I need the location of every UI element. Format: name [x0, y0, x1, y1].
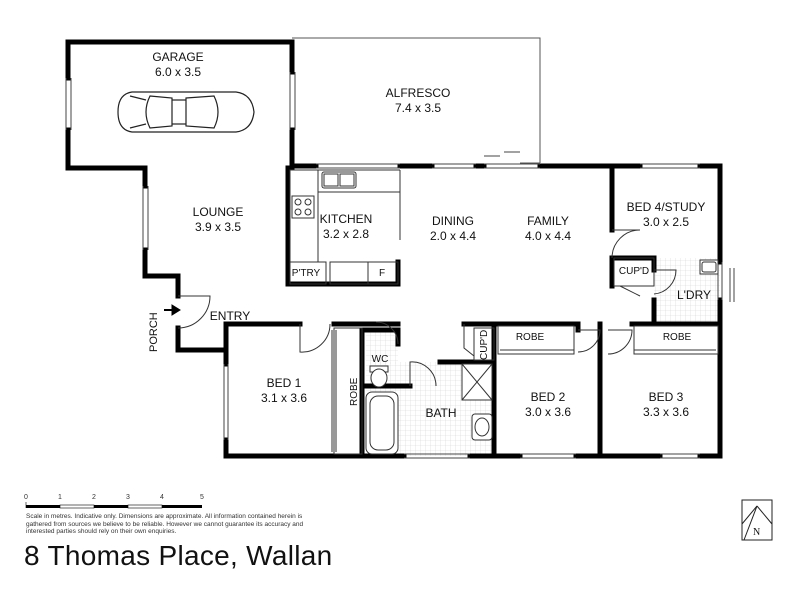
scale-tick: 4 [160, 494, 164, 501]
room-size: 6.0 x 3.5 [154, 65, 202, 79]
room-name: BED 2 [530, 390, 566, 404]
laundry-label: L'DRY [676, 288, 712, 302]
hall-cupboard-label: CUP'D [479, 329, 490, 360]
wc-label: WC [371, 354, 389, 365]
room-garage: GARAGE 6.0 x 3.5 [152, 50, 203, 80]
scale-tick: 5 [200, 494, 204, 501]
room-name: ALFRESCO [385, 86, 451, 100]
wc-floor [366, 330, 398, 364]
room-bed4: BED 4/STUDY 3.0 x 2.5 [627, 200, 706, 230]
room-size: 4.0 x 4.4 [524, 229, 572, 243]
north-label: N [753, 527, 761, 538]
room-name: LOUNGE [192, 205, 244, 219]
room-size: 3.3 x 3.6 [642, 405, 690, 419]
windows [65, 72, 735, 459]
disclaimer-text: Scale in metres. Indicative only. Dimens… [26, 513, 304, 535]
alfresco-outline [292, 37, 541, 164]
room-name: BATH [425, 406, 457, 420]
room-alfresco: ALFRESCO 7.4 x 3.5 [386, 86, 451, 116]
room-size: 3.9 x 3.5 [194, 220, 242, 234]
robe-bed3-label: ROBE [662, 332, 692, 343]
robe-bed1-label: ROBE [349, 377, 360, 406]
laundry-cupboard-label: CUP'D [618, 266, 650, 277]
robe-bed2-label: ROBE [515, 332, 545, 343]
room-bed1: BED 1 3.1 x 3.6 [261, 376, 307, 406]
scale-tick: 0 [24, 494, 28, 501]
room-bath: BATH [425, 406, 456, 421]
north-compass-icon [741, 499, 773, 541]
car-icon [117, 91, 255, 133]
room-dining: DINING 2.0 x 4.4 [430, 214, 476, 244]
scale-tick: 1 [58, 494, 62, 501]
room-name: FAMILY [527, 214, 569, 228]
room-size: 3.0 x 2.5 [642, 215, 690, 229]
doors [177, 229, 719, 455]
room-name: KITCHEN [319, 212, 373, 226]
room-bed2: BED 2 3.0 x 3.6 [525, 390, 571, 420]
room-family: FAMILY 4.0 x 4.4 [525, 214, 571, 244]
property-address: 8 Thomas Place, Wallan [24, 540, 333, 571]
room-name: BED 1 [266, 376, 302, 390]
entry-label: ENTRY [209, 309, 251, 323]
entry-arrow-icon [164, 304, 181, 316]
scale-bar [25, 502, 202, 509]
scale-tick: 3 [126, 494, 130, 501]
room-size: 7.4 x 3.5 [394, 101, 442, 115]
room-name: GARAGE [152, 50, 204, 64]
room-name: DINING [432, 214, 474, 228]
room-size: 3.0 x 3.6 [524, 405, 572, 419]
room-name: BED 3 [648, 390, 684, 404]
room-kitchen: KITCHEN 3.2 x 2.8 [320, 212, 373, 242]
porch-label: PORCH [148, 312, 160, 352]
kitchen-fittings [289, 169, 401, 285]
room-lounge: LOUNGE 3.9 x 3.5 [193, 205, 244, 235]
room-bed3: BED 3 3.3 x 3.6 [643, 390, 689, 420]
room-name: BED 4/STUDY [626, 200, 706, 214]
room-size: 3.1 x 3.6 [260, 391, 308, 405]
scale-tick: 2 [92, 494, 96, 501]
fridge-label: F [378, 268, 386, 279]
pantry-label: P'TRY [291, 268, 321, 279]
room-size: 2.0 x 4.4 [429, 229, 477, 243]
room-size: 3.2 x 2.8 [322, 227, 370, 241]
bath-fixtures [365, 259, 719, 455]
